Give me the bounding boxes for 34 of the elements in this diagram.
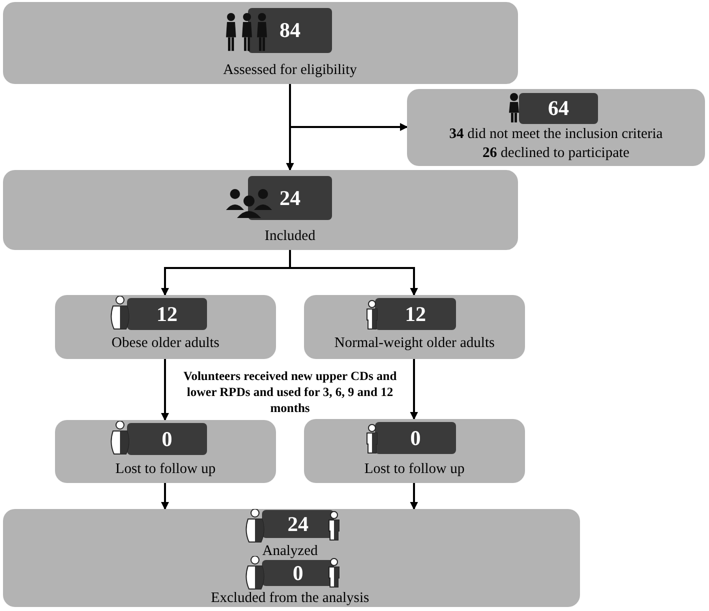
arrow (289, 250, 418, 296)
count-badge: 84 (248, 8, 332, 53)
count-badge: 24 (262, 510, 334, 538)
arrow (289, 84, 408, 131)
stage-label: Excluded from the analysis (210, 590, 370, 607)
count-badge: 64 (519, 93, 598, 124)
stage-label: 26 declined to participate (482, 145, 630, 162)
stage-label: Lost to follow up (114, 461, 217, 478)
stage-label: Lost to follow up (363, 461, 466, 478)
stage-label: 34 did not meet the inclusion criteria (448, 126, 664, 143)
arrow (161, 359, 169, 421)
stage-label: Assessed for eligibility (222, 62, 358, 79)
stage-box (407, 89, 705, 166)
stage-label: Obese older adults (110, 335, 220, 352)
stage-label: Included (264, 228, 316, 245)
stage-label: Analyzed (261, 543, 319, 560)
stage-box (3, 2, 518, 84)
stage-box (3, 509, 580, 607)
note-text: Volunteers received new upper CDs and lower RPDs and used for 3, 6, 9 and 12 months (182, 368, 398, 416)
stage-box (55, 420, 276, 483)
arrow (161, 483, 169, 510)
arrow (410, 483, 418, 510)
arrow (410, 359, 418, 420)
count-badge: 0 (262, 560, 334, 586)
stage-box (304, 295, 525, 359)
count-badge: 0 (127, 423, 207, 455)
stage-box (55, 295, 276, 359)
count-badge: 0 (375, 422, 456, 454)
stage-box (304, 419, 525, 483)
count-badge: 24 (248, 176, 332, 220)
stage-box (3, 170, 518, 250)
count-badge: 12 (375, 298, 456, 330)
stage-label: Normal-weight older adults (333, 335, 496, 352)
count-badge: 12 (127, 298, 207, 330)
